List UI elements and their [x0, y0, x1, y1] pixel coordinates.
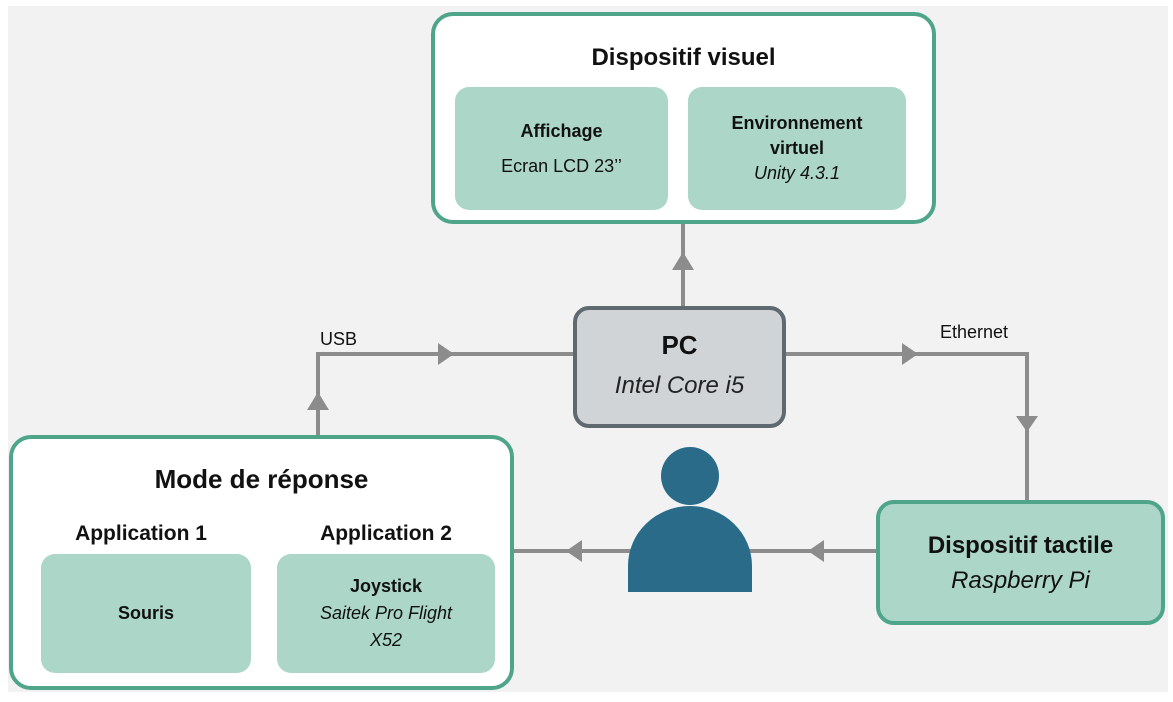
- visual-device-box: Dispositif visuel Affichage Ecran LCD 23…: [431, 12, 936, 224]
- virtual-env-title-line2: virtuel: [769, 138, 825, 158]
- user-icon: [628, 447, 752, 592]
- pc-detail: Intel Core i5: [614, 372, 745, 399]
- arrow-head-icon: [566, 540, 582, 562]
- usb-line: [316, 352, 574, 436]
- usb-label: USB: [320, 329, 358, 349]
- arrow-head-icon: [672, 252, 694, 270]
- joystick-tile: Joystick Saitek Pro Flight X52: [277, 554, 495, 673]
- pc-title: PC: [661, 330, 698, 360]
- joystick-detail-line1: Saitek Pro Flight: [319, 603, 453, 623]
- virtual-env-detail: Unity 4.3.1: [753, 163, 841, 183]
- joystick-label: Joystick: [349, 576, 423, 596]
- app2-heading: Application 2: [320, 522, 452, 545]
- ethernet-line: [786, 352, 1029, 501]
- tactile-device-box: Dispositif tactile Raspberry Pi: [876, 500, 1165, 625]
- arrow-head-icon: [1016, 416, 1038, 432]
- app1-heading: Application 1: [75, 522, 207, 545]
- response-mode-title: Mode de réponse: [154, 464, 369, 494]
- response-mode-box: Mode de réponse Application 1 Applicatio…: [9, 435, 514, 690]
- arrow-head-icon: [438, 343, 454, 365]
- virtual-env-title-line1: Environnement: [731, 113, 863, 133]
- tactile-device-title: Dispositif tactile: [927, 532, 1114, 559]
- pc-box: PC Intel Core i5: [573, 306, 786, 428]
- visual-device-title: Dispositif visuel: [591, 44, 776, 71]
- display-detail: Ecran LCD 23’’: [501, 155, 622, 176]
- display-tile: Affichage Ecran LCD 23’’: [455, 87, 668, 210]
- arrow-head-icon: [307, 392, 329, 410]
- display-title: Affichage: [520, 120, 603, 141]
- tactile-device-detail: Raspberry Pi: [951, 567, 1090, 594]
- joystick-detail-line2: X52: [369, 630, 403, 650]
- virtual-environment-tile: Environnement virtuel Unity 4.3.1: [688, 87, 906, 210]
- ethernet-label: Ethernet: [940, 322, 1009, 342]
- mouse-tile: Souris: [41, 554, 251, 673]
- arrow-head-icon: [902, 343, 918, 365]
- mouse-label: Souris: [117, 603, 174, 623]
- arrow-head-icon: [808, 540, 824, 562]
